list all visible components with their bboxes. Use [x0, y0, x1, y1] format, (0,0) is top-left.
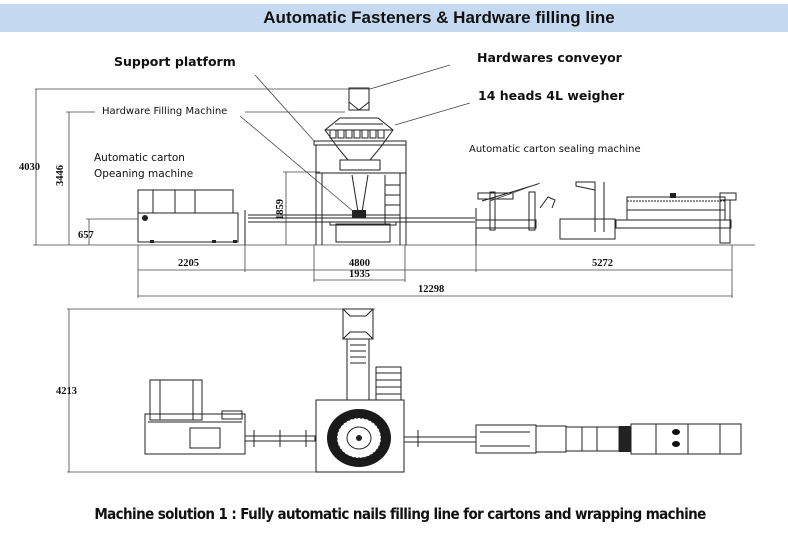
weigher-buckets: [329, 129, 385, 139]
dim-1935: 1935: [313, 245, 406, 282]
label-carton-sealer: Automatic carton sealing machine: [469, 144, 641, 155]
caption: Machine solution 1 : Fully automatic nai…: [94, 505, 706, 523]
dim-4213: 4213: [56, 308, 375, 473]
dim-1859-label: 1859: [275, 199, 286, 220]
page-title: Automatic Fasteners & Hardware filling l…: [263, 8, 615, 27]
label-carton-opener-2: Opeaning machine: [94, 168, 193, 180]
conveyor-top: [244, 430, 316, 447]
label-support-platform: Support platform: [114, 54, 236, 69]
dim-2205-label: 2205: [178, 258, 199, 269]
carton-opener-side: [137, 189, 246, 245]
dim-4800-label: 4800: [349, 258, 370, 269]
top-view: 4213: [56, 308, 742, 473]
side-view: 4030 3446 657 1859: [19, 50, 755, 298]
dim-1859: 1859: [275, 171, 320, 245]
label-filling-machine: Hardware Filling Machine: [102, 106, 227, 117]
dim-3446-label: 3446: [55, 165, 66, 186]
dim-3446: 3446: [55, 111, 95, 245]
label-hardwares-conveyor: Hardwares conveyor: [477, 50, 623, 65]
label-carton-opener-1: Automatic carton: [94, 152, 185, 164]
dim-5272: 5272: [475, 245, 733, 298]
dim-4213-label: 4213: [56, 386, 77, 397]
dim-4030: 4030: [19, 88, 370, 245]
title-band: [0, 4, 788, 32]
dim-2205: 2205: [137, 245, 246, 298]
conveyor-top-2: [403, 430, 477, 447]
dim-12298: 12298: [138, 284, 732, 297]
dim-5272-label: 5272: [592, 258, 613, 269]
label-weigher: 14 heads 4L weigher: [478, 88, 625, 103]
dim-12298-label: 12298: [418, 284, 444, 295]
dim-657: 657: [78, 218, 138, 245]
dim-657-label: 657: [78, 230, 94, 241]
platform-ladder: [384, 175, 401, 225]
carton-opener-top: [144, 379, 246, 455]
carton-sealer-side: [475, 181, 737, 245]
leader-lines: [239, 64, 541, 213]
dim-4030-label: 4030: [19, 162, 40, 173]
filling-machine-top: [315, 308, 405, 473]
filling-machine-side: [313, 87, 407, 245]
dim-1935-label: 1935: [349, 269, 370, 280]
dim-4800: 4800: [245, 258, 476, 271]
carton-sealer-top: [475, 423, 742, 455]
